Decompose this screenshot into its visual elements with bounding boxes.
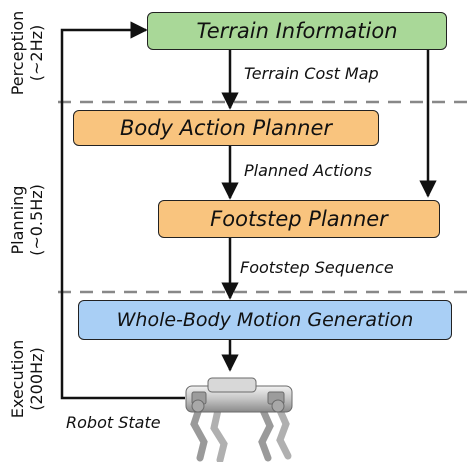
- planning-name: Planning: [8, 185, 27, 255]
- section-label-execution: Execution (200Hz): [8, 324, 48, 434]
- robot-state-feedback-loop: [60, 21, 185, 400]
- perception-name: Perception: [8, 10, 27, 96]
- execution-rate: (200Hz): [27, 347, 46, 411]
- footstep-planner-label: Footstep Planner: [210, 207, 388, 231]
- body-action-planner-box: Body Action Planner: [73, 110, 379, 146]
- whole-body-motion-label: Whole-Body Motion Generation: [116, 309, 414, 331]
- planning-rate: (~0.5Hz): [27, 184, 46, 256]
- edge-label-footstep-sequence: Footstep Sequence: [240, 258, 394, 277]
- terrain-information-box: Terrain Information: [147, 12, 447, 50]
- body-action-planner-label: Body Action Planner: [119, 116, 333, 140]
- whole-body-motion-box: Whole-Body Motion Generation: [78, 300, 452, 340]
- section-label-planning: Planning (~0.5Hz): [8, 165, 48, 275]
- terrain-information-label: Terrain Information: [196, 19, 398, 43]
- quadruped-robot-image: [185, 377, 293, 462]
- perception-rate: (~2Hz): [27, 24, 46, 82]
- footstep-planner-box: Footstep Planner: [158, 200, 440, 238]
- section-label-perception: Perception (~2Hz): [8, 0, 48, 108]
- edge-label-robot-state: Robot State: [66, 413, 161, 432]
- execution-name: Execution: [8, 339, 27, 419]
- edge-label-planned-actions: Planned Actions: [244, 161, 372, 180]
- edge-label-terrain-cost-map: Terrain Cost Map: [244, 64, 379, 83]
